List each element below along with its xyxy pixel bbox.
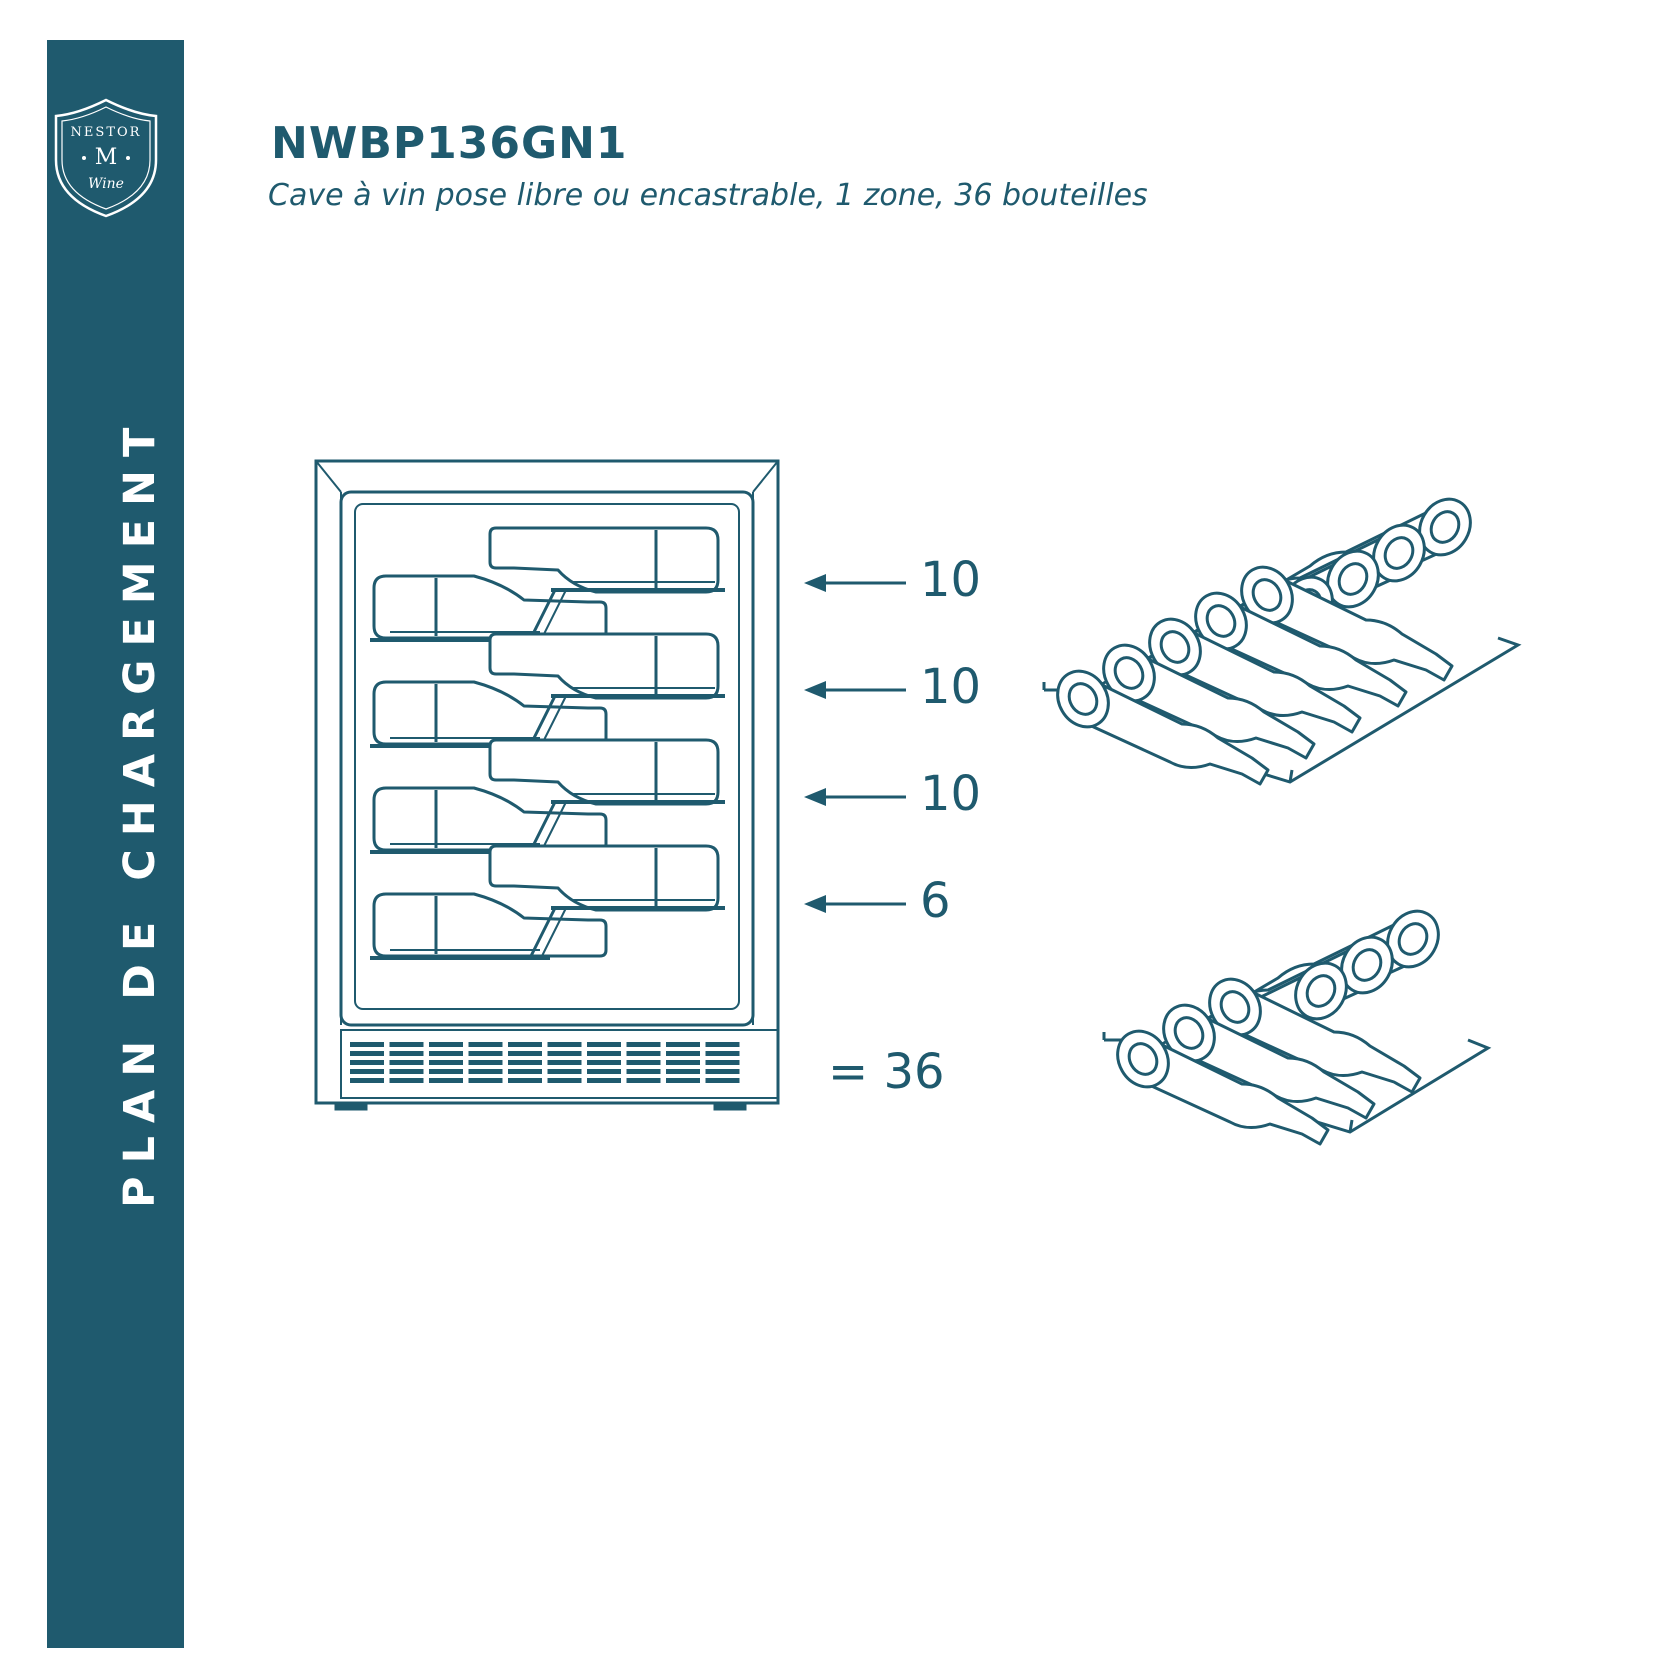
vent-slot xyxy=(626,1069,661,1074)
shelf-arrows xyxy=(804,574,906,913)
vent-slot xyxy=(587,1051,621,1056)
shelf-1 xyxy=(370,526,725,642)
vent-slot xyxy=(350,1069,384,1074)
shelf-count-row-2: 10 xyxy=(920,659,981,715)
total-count: = 36 xyxy=(828,1044,945,1100)
bottle-rack-6-icon xyxy=(1102,900,1492,1146)
vent-slot xyxy=(468,1069,503,1074)
vent-slot xyxy=(508,1060,542,1065)
vent-slot xyxy=(508,1051,542,1056)
vent-slot xyxy=(508,1078,542,1083)
nestor-wine-logo-icon: NESTOR M Wine xyxy=(54,98,158,218)
vent-slot xyxy=(389,1078,424,1083)
shelf-3 xyxy=(370,738,725,854)
arrow-left-icon xyxy=(804,574,906,592)
vent-slot xyxy=(389,1060,424,1065)
vent-slot xyxy=(350,1060,384,1065)
vent-slot xyxy=(547,1042,582,1047)
logo-top-text: NESTOR xyxy=(71,125,142,140)
shelf-count-row-3: 10 xyxy=(920,766,981,822)
bottle-front xyxy=(372,786,608,852)
vent-slot xyxy=(547,1069,582,1074)
shelf-4 xyxy=(370,844,725,960)
cooler-vent-grille xyxy=(350,1042,740,1083)
vent-slot xyxy=(429,1078,463,1083)
logo-bottom-text: Wine xyxy=(88,176,124,192)
vent-slot xyxy=(350,1042,384,1047)
vent-slot xyxy=(626,1051,661,1056)
bottle-front xyxy=(372,892,608,958)
vent-slot xyxy=(547,1078,582,1083)
bottle-front xyxy=(372,574,608,640)
sidebar xyxy=(47,40,184,1648)
vent-slot xyxy=(626,1078,661,1083)
arrow-left-icon xyxy=(804,788,906,806)
vent-slot xyxy=(705,1051,740,1056)
vent-slot xyxy=(389,1042,424,1047)
model-subtitle: Cave à vin pose libre ou encastrable, 1 … xyxy=(268,178,1148,213)
vent-slot xyxy=(666,1078,700,1083)
vent-slot xyxy=(587,1078,621,1083)
vent-slot xyxy=(350,1051,384,1056)
vent-slot xyxy=(626,1042,661,1047)
vent-slot xyxy=(429,1051,463,1056)
vent-slot xyxy=(429,1042,463,1047)
vent-slot xyxy=(547,1051,582,1056)
arrow-left-icon xyxy=(804,895,906,913)
vent-slot xyxy=(587,1060,621,1065)
model-title: NWBP136GN1 xyxy=(271,118,628,169)
vent-slot xyxy=(705,1078,740,1083)
vent-slot xyxy=(508,1069,542,1074)
vent-slot xyxy=(666,1069,700,1074)
vent-slot xyxy=(429,1060,463,1065)
vent-slot xyxy=(666,1051,700,1056)
vent-slot xyxy=(508,1042,542,1047)
shelf-2 xyxy=(370,632,725,748)
wine-cooler-icon xyxy=(314,459,780,1111)
vent-slot xyxy=(666,1042,700,1047)
vent-slot xyxy=(626,1060,661,1065)
vent-slot xyxy=(587,1069,621,1074)
vent-slot xyxy=(389,1069,424,1074)
cooler-racks xyxy=(370,526,725,960)
vent-slot xyxy=(666,1060,700,1065)
vent-slot xyxy=(350,1078,384,1083)
arrow-left-icon xyxy=(804,681,906,699)
vent-slot xyxy=(429,1069,463,1074)
vent-slot xyxy=(705,1060,740,1065)
vent-slot xyxy=(587,1042,621,1047)
vent-slot xyxy=(468,1051,503,1056)
bottle-front xyxy=(372,680,608,746)
shelf-count-row-1: 10 xyxy=(920,552,981,608)
vent-slot xyxy=(705,1042,740,1047)
vent-slot xyxy=(547,1060,582,1065)
shelf-count-row-4: 6 xyxy=(920,873,951,929)
bottle-rack-10-icon xyxy=(1042,488,1522,786)
vent-slot xyxy=(705,1069,740,1074)
logo-center-letter: M xyxy=(95,145,118,170)
vent-slot xyxy=(468,1078,503,1083)
vent-slot xyxy=(468,1042,503,1047)
vent-slot xyxy=(468,1060,503,1065)
vent-slot xyxy=(389,1051,424,1056)
